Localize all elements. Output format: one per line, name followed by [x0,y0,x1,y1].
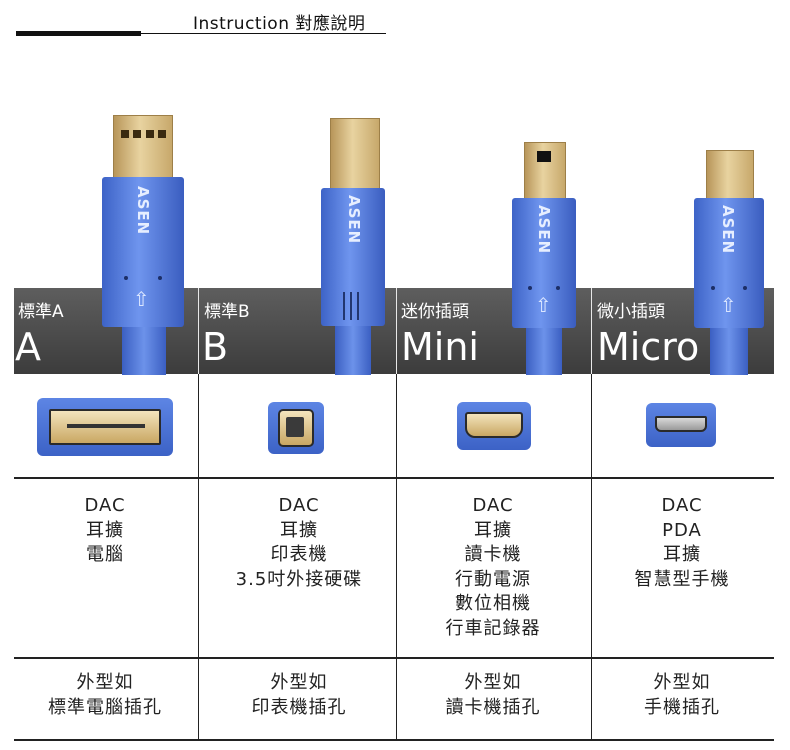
usage-list-a: DAC 耳擴 電腦 [10,494,200,568]
brand-logo: ASEN [535,205,553,255]
title-underline [141,33,386,34]
shape-title: 外型如 [653,672,711,693]
usage-item: 行車記錄器 [445,617,541,639]
usage-item: 耳擴 [280,519,318,541]
shape-note-b: 外型如 印表機插孔 [204,671,394,720]
shape-note-mini: 外型如 讀卡機插孔 [398,671,588,720]
usage-list-b: DAC 耳擴 印表機 3.5吋外接硬碟 [204,494,394,592]
brand-logo: ASEN [134,186,152,236]
band-divider [591,288,592,374]
up-arrow-icon: ⇧ [133,287,150,311]
usage-item: 智慧型手機 [634,568,730,590]
row-divider [14,657,774,659]
connector-name-a: A [15,325,41,369]
band-divider [396,288,397,374]
column-divider [198,374,199,740]
shape-desc: 讀卡機插孔 [445,696,541,718]
brand-logo: ASEN [719,205,737,255]
brand-logo: ASEN [345,195,363,245]
connector-name-micro: Micro [597,325,700,369]
up-arrow-icon: ⇧ [535,293,552,317]
connector-name-mini: Mini [401,325,479,369]
usage-item: PDA [662,519,702,541]
usage-item: 耳擴 [474,519,512,541]
usage-item: 電腦 [86,544,124,565]
usage-item: 行動電源 [455,568,531,590]
usage-item: DAC [661,495,703,516]
usage-item: 3.5吋外接硬碟 [235,568,363,590]
usage-item: DAC [84,495,126,516]
connector-label-a: 標準A [18,302,64,322]
connector-label-mini: 迷你插頭 [401,302,469,322]
row-divider [14,477,774,479]
usage-item: DAC [472,495,514,516]
mini-usb-port-image [457,402,531,450]
column-divider [396,374,397,740]
usage-item: 讀卡機 [464,544,522,565]
usage-item: 印表機 [270,544,328,565]
shape-note-a: 外型如 標準電腦插孔 [10,671,200,720]
usage-list-mini: DAC 耳擴 讀卡機 行動電源 數位相機 行車記錄器 [398,494,588,641]
column-divider [591,374,592,740]
shape-title: 外型如 [270,672,328,693]
up-arrow-icon: ⇧ [720,293,737,317]
usage-item: 耳擴 [86,519,124,541]
shape-desc: 標準電腦插孔 [48,696,162,718]
row-divider [14,739,774,741]
title-underline-bar [16,31,141,36]
band-divider [198,288,199,374]
shape-desc: 印表機插孔 [251,696,347,718]
connector-label-b: 標準B [204,302,250,322]
page-title: Instruction 對應說明 [193,14,366,34]
usage-item: 耳擴 [663,544,701,565]
usage-item: DAC [278,495,320,516]
shape-title: 外型如 [76,672,134,693]
usb-b-port-image [268,402,324,454]
micro-usb-port-image [646,403,716,447]
shape-title: 外型如 [464,672,522,693]
usage-item: 數位相機 [455,593,531,614]
shape-desc: 手機插孔 [644,696,720,718]
shape-note-micro: 外型如 手機插孔 [587,671,777,720]
connector-name-b: B [202,325,229,369]
usage-list-micro: DAC PDA 耳擴 智慧型手機 [587,494,777,592]
usb-a-port-image [37,398,173,456]
connector-label-micro: 微小插頭 [597,302,665,322]
